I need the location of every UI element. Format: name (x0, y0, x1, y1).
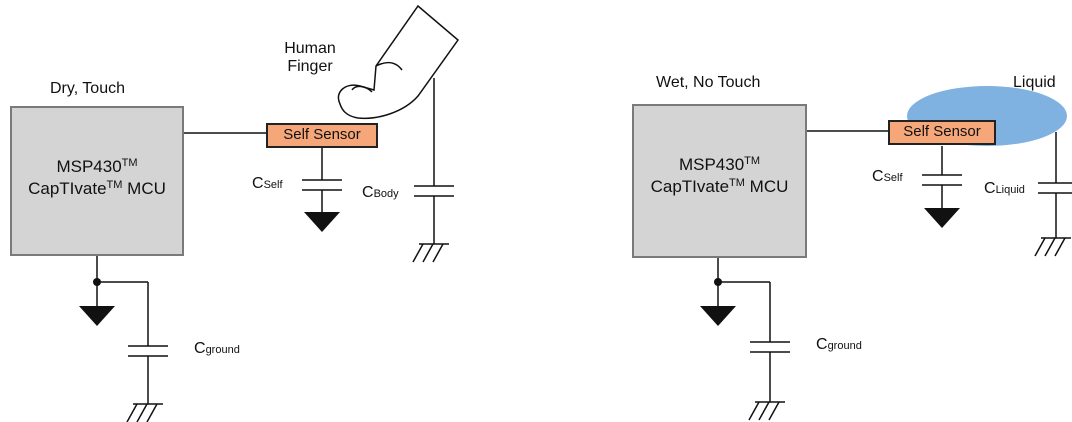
left-cground-label: Cground (194, 340, 240, 357)
right-mcu-label: MSP430TM CapTIvateTM MCU (650, 155, 789, 196)
right-cself-label: CSelf (872, 168, 903, 185)
right-self-sensor: Self Sensor (888, 120, 996, 145)
left-cbody-label: CBody (362, 184, 399, 201)
left-mcu-label: MSP430TM CapTIvateTM MCU (28, 157, 166, 198)
right-heading: Wet, No Touch (656, 74, 761, 91)
left-cself-label: CSelf (252, 175, 283, 192)
left-self-sensor: Self Sensor (266, 123, 378, 148)
left-ground-node (93, 278, 101, 286)
right-cliquid-label: CLiquid (984, 180, 1025, 197)
left-mcu-block: MSP430TM CapTIvateTM MCU (10, 106, 184, 256)
liquid-label: Liquid (1013, 74, 1056, 91)
left-mcu-ground-icon (79, 306, 115, 326)
left-cself-ground-icon (304, 212, 340, 232)
finger-icon (337, 4, 460, 120)
right-cself-ground-icon (924, 208, 960, 228)
right-cground-label: Cground (816, 336, 862, 353)
right-mcu-block: MSP430TM CapTIvateTM MCU (632, 104, 807, 258)
left-heading: Dry, Touch (50, 80, 125, 97)
right-ground-node (714, 278, 722, 286)
right-mcu-ground-icon (700, 306, 736, 326)
